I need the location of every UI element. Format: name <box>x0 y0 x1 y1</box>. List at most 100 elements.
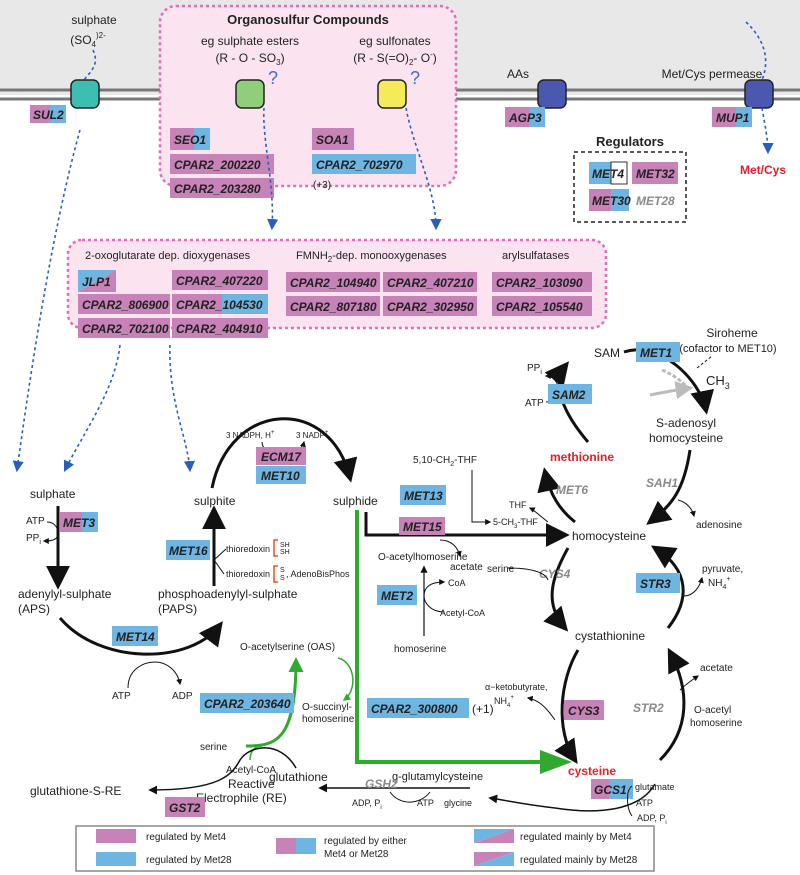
svg-text:O-acetyl: O-acetyl <box>694 705 731 716</box>
cpar2-104940-gene: CPAR2_104940 <box>286 272 380 292</box>
methionine-metabolite: methionine <box>550 450 614 464</box>
gsh2-gene: GSH2 <box>365 777 398 791</box>
sul2-gene: SUL2 <box>30 105 66 123</box>
mup1-gene: MUP1 <box>712 107 752 127</box>
svg-text:5-CH3-THF: 5-CH3-THF <box>493 517 538 530</box>
sam2-gene: SAM2 <box>548 384 592 404</box>
homocysteine-to-methionine-arrow <box>537 467 576 524</box>
cysteine-metabolite: cysteine <box>568 764 616 778</box>
cpar2-203640-gene: CPAR2_203640 <box>200 693 294 713</box>
organosulfur-title: Organosulfur Compounds <box>227 12 389 27</box>
svg-text:CPAR2_203640: CPAR2_203640 <box>204 697 291 711</box>
svg-text:5,10-CH2-THF: 5,10-CH2-THF <box>413 455 477 468</box>
svg-text:S: S <box>280 575 285 582</box>
cpar2-104530-gene: CPAR2_104530 <box>172 294 268 314</box>
gcs1-gene: GCS1 <box>591 779 633 799</box>
svg-text:CPAR2_702100: CPAR2_702100 <box>82 322 169 336</box>
legend-met28: regulated by Met28 <box>96 852 232 866</box>
svg-text:CPAR2_203280: CPAR2_203280 <box>174 182 261 196</box>
svg-text:ATP: ATP <box>26 516 45 527</box>
cpar2-103090-gene: CPAR2_103090 <box>492 272 592 292</box>
cpar2-200220-gene: CPAR2_200220 <box>170 154 274 174</box>
svg-text:SEO1: SEO1 <box>174 133 206 147</box>
glutathione-s-re-metabolite: glutathione-S-RE <box>30 784 121 798</box>
svg-text:, AdenoBisPhos: , AdenoBisPhos <box>286 569 350 579</box>
svg-text:CPAR2_404910: CPAR2_404910 <box>176 322 263 336</box>
siroheme-metabolite: Siroheme <box>706 326 758 340</box>
svg-text:regulated mainly by Met28: regulated mainly by Met28 <box>520 855 638 866</box>
cpar2-302950-gene: CPAR2_302950 <box>383 296 477 316</box>
homocysteine-to-cystathionine-arrow <box>543 547 570 632</box>
svg-text:CPAR2_300800: CPAR2_300800 <box>371 702 458 716</box>
svg-text:adenosine: adenosine <box>696 520 743 531</box>
dioxygenases-label: 2-oxoglutarate dep. dioxygenases <box>85 250 251 262</box>
cpar2-807180-gene: CPAR2_807180 <box>286 296 380 316</box>
aps-metabolite: adenylyl-sulphate <box>18 587 112 601</box>
met28-regulator: MET28 <box>636 194 675 208</box>
sah1-gene: SAH1 <box>646 476 678 490</box>
cpar2-702970-gene: CPAR2_702970 <box>312 154 416 174</box>
question-mark-esters: ? <box>268 68 278 88</box>
reactive-electrophile-label: Reactive <box>228 777 275 791</box>
svg-text:ATP: ATP <box>112 691 131 702</box>
svg-text:CPAR2_407220: CPAR2_407220 <box>176 274 263 288</box>
met-cys-import-arrow <box>761 107 774 155</box>
svg-text:NH4+: NH4+ <box>494 695 514 709</box>
svg-text:CPAR2_407210: CPAR2_407210 <box>387 276 474 290</box>
met13-gene: MET13 <box>400 485 446 505</box>
svg-text:homocysteine: homocysteine <box>649 431 723 445</box>
svg-text:α−ketobutyrate,: α−ketobutyrate, <box>485 682 548 692</box>
svg-text:MET1: MET1 <box>640 346 672 360</box>
svg-text:CPAR2_104530: CPAR2_104530 <box>176 298 263 312</box>
svg-text:3 NADP+: 3 NADP+ <box>296 430 329 440</box>
met-cys-label: Met/Cys <box>740 163 786 177</box>
sah-to-homocysteine-arrow <box>646 449 692 525</box>
legend-met4: regulated by Met4 <box>96 829 226 843</box>
svg-text:Acetyl-CoA: Acetyl-CoA <box>440 608 485 618</box>
cystathionine-metabolite: cystathionine <box>575 629 645 643</box>
svg-text:homoserine: homoserine <box>394 644 447 655</box>
met30-regulator: MET30 <box>589 189 631 211</box>
str3-gene: STR3 <box>636 573 680 593</box>
oas-metabolite: O-acetylserine (OAS) <box>240 642 335 653</box>
svg-text:(PAPS): (PAPS) <box>158 602 197 616</box>
svg-text:SH: SH <box>280 542 290 549</box>
sulfonate-transporter <box>377 79 407 109</box>
sulphate-label: sulphate <box>71 13 117 27</box>
cystathionine-to-homocysteine-arrow <box>650 545 685 629</box>
svg-text:(R - O - SO3): (R - O - SO3) <box>215 51 284 67</box>
svg-text:MET2: MET2 <box>381 589 413 603</box>
svg-text:GST2: GST2 <box>169 801 201 815</box>
svg-text:CPAR2_104940: CPAR2_104940 <box>290 276 377 290</box>
svg-text:S: S <box>280 567 285 574</box>
cpar2-702100-gene: CPAR2_702100 <box>78 318 170 338</box>
svg-text:thioredoxin: thioredoxin <box>226 544 270 554</box>
svg-text:ECM17: ECM17 <box>261 450 302 464</box>
svg-text:regulated mainly by Met4: regulated mainly by Met4 <box>520 832 632 843</box>
glutathione-metabolite: glutathione <box>269 770 328 784</box>
svg-text:PPi: PPi <box>527 363 542 376</box>
svg-text:homoserine: homoserine <box>302 714 355 725</box>
svg-text:homoserine: homoserine <box>690 718 743 729</box>
svg-text:PPi: PPi <box>26 533 41 546</box>
svg-text:ADP: ADP <box>172 691 193 702</box>
svg-text:CPAR2_200220: CPAR2_200220 <box>174 158 261 172</box>
svg-text:pyruvate,: pyruvate, <box>702 564 743 575</box>
permease-label: Met/Cys permease <box>662 67 763 81</box>
svg-text:CPAR2_807180: CPAR2_807180 <box>290 300 377 314</box>
met15-gene: MET15 <box>399 517 445 535</box>
met16-gene: MET16 <box>166 540 210 560</box>
svg-text:CoA: CoA <box>448 578 466 588</box>
soa1-gene: SOA1 <box>312 128 354 150</box>
met-cys-permease <box>744 79 774 109</box>
cys3-gene: CYS3 <box>564 700 604 720</box>
svg-text:regulated by Met28: regulated by Met28 <box>146 855 232 866</box>
arylsulfatases-label: arylsulfatases <box>502 250 570 262</box>
regulators-title: Regulators <box>596 134 664 149</box>
svg-text:MET16: MET16 <box>169 544 208 558</box>
cys4-gene: CYS4 <box>539 567 571 581</box>
svg-text:ATP: ATP <box>417 798 434 808</box>
svg-text:GCS1: GCS1 <box>594 783 627 797</box>
svg-text:CYS3: CYS3 <box>568 704 600 718</box>
legend-either: regulated by either Met4 or Met28 <box>276 836 408 860</box>
